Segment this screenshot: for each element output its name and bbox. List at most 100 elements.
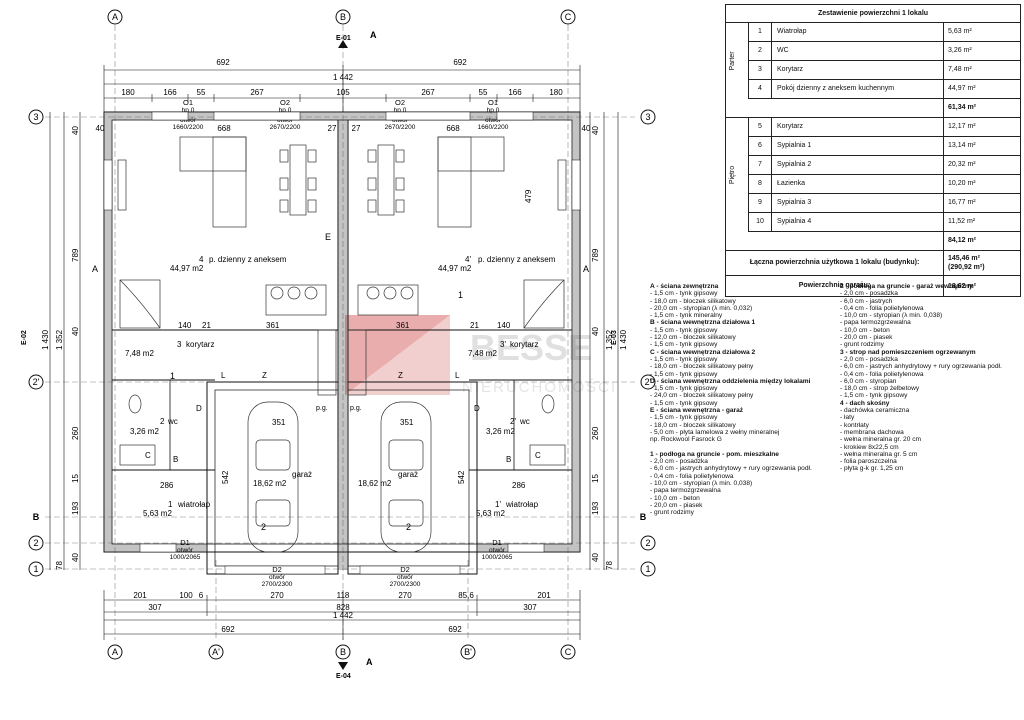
svg-text:p. dzienny z aneksem: p. dzienny z aneksem xyxy=(209,255,287,264)
svg-text:542: 542 xyxy=(457,470,466,484)
svg-text:40: 40 xyxy=(71,327,80,336)
section-label: Parter xyxy=(729,51,736,71)
svg-text:692: 692 xyxy=(453,58,467,67)
svg-text:L: L xyxy=(455,371,460,380)
svg-text:3,26 m2: 3,26 m2 xyxy=(486,427,515,436)
svg-text:351: 351 xyxy=(272,418,286,427)
svg-text:B: B xyxy=(640,512,647,522)
legend-line: - 5,0 cm - płyta lamelowa z wełny minera… xyxy=(650,428,780,436)
section-sum: 61,34 m² xyxy=(726,99,1020,118)
svg-text:1: 1 xyxy=(33,564,38,574)
legend-line: E - ściana wewnętrzna - garaż xyxy=(650,407,744,415)
svg-text:O1: O1 xyxy=(488,98,498,107)
svg-text:692: 692 xyxy=(216,58,230,67)
legend-line: - 2,0 cm - posadzka xyxy=(840,290,898,298)
svg-text:40: 40 xyxy=(71,553,80,562)
svg-text:B: B xyxy=(33,512,40,522)
svg-text:E: E xyxy=(325,232,331,242)
svg-text:otwór: otwór xyxy=(397,574,414,581)
svg-text:44,97 m2: 44,97 m2 xyxy=(170,264,204,273)
svg-text:O1: O1 xyxy=(183,98,193,107)
legend-line: - 1,5 cm - tynk gipsowy xyxy=(650,326,718,334)
legend-line: - 10,0 cm - styropian (λ min. 0,038) xyxy=(650,480,753,488)
svg-text:wiatrołap: wiatrołap xyxy=(177,500,211,509)
svg-text:wiatrołap: wiatrołap xyxy=(505,500,539,509)
svg-text:C: C xyxy=(565,647,572,657)
svg-text:307: 307 xyxy=(523,603,537,612)
svg-text:garaż: garaż xyxy=(398,470,418,479)
svg-text:40: 40 xyxy=(591,553,600,562)
dimensions-side xyxy=(49,112,619,570)
legend-line: - 10,0 cm - beton xyxy=(650,494,700,502)
svg-text:1 352: 1 352 xyxy=(55,329,64,350)
svg-text:p.g.: p.g. xyxy=(350,405,362,412)
legend-line: - 0,4 cm - folia polietylenowa xyxy=(650,472,734,480)
area-table: Zestawienie powierzchni 1 lokalu Parter … xyxy=(725,4,1021,297)
legend-line: - 20,0 cm - piasek xyxy=(840,334,893,342)
legend-line: - 2,0 cm - posadzka xyxy=(650,458,708,466)
svg-text:A': A' xyxy=(212,647,220,657)
svg-text:2: 2 xyxy=(406,522,411,532)
svg-text:307: 307 xyxy=(148,603,162,612)
svg-text:140: 140 xyxy=(178,321,192,330)
legend-line: - 0,4 cm - folia polietylenowa xyxy=(840,304,924,312)
window-openings xyxy=(103,111,581,575)
svg-text:D: D xyxy=(474,404,480,413)
legend-line: 1 - podłoga na gruncie - pom. mieszkalne xyxy=(650,450,779,458)
svg-text:27: 27 xyxy=(352,124,361,133)
svg-text:2: 2 xyxy=(261,522,266,532)
svg-text:p.g.: p.g. xyxy=(316,405,328,412)
svg-text:1 442: 1 442 xyxy=(333,73,354,82)
svg-text:D2: D2 xyxy=(400,565,410,574)
svg-text:44,97 m2: 44,97 m2 xyxy=(438,264,472,273)
legend-line: - kontrłaty xyxy=(840,421,869,429)
svg-text:118: 118 xyxy=(337,591,350,600)
svg-text:1 442: 1 442 xyxy=(333,611,354,620)
svg-text:2700/2300: 2700/2300 xyxy=(390,581,421,588)
misc-labels: 479 351 351 542 542 286 286 140 21 361 3… xyxy=(92,189,589,532)
axis-bubbles-side: 3 2' B 2 1 3 2' B 2 1 xyxy=(28,109,656,577)
legend-line: - membrana dachowa xyxy=(840,428,904,436)
legend-line: - 20,0 cm - styropian (λ min. 0,032) xyxy=(650,304,753,312)
legend-line: - 1,5 cm - tynk gipsowy xyxy=(650,414,718,422)
svg-text:4: 4 xyxy=(199,255,204,264)
svg-text:542: 542 xyxy=(221,470,230,484)
window-labels: O1 hp 0 otwór 1660/2200 O2 hp 0 otwór 26… xyxy=(173,98,509,131)
svg-text:1: 1 xyxy=(458,290,463,300)
inner-dims-top: 40 668 27 27 668 40 xyxy=(96,124,591,133)
svg-text:D2: D2 xyxy=(272,565,282,574)
svg-text:O2: O2 xyxy=(280,98,290,107)
svg-text:A: A xyxy=(370,30,377,40)
total-row: Łączna powierzchnia użytkowa 1 lokalu (b… xyxy=(726,251,1020,276)
svg-text:789: 789 xyxy=(71,248,80,262)
svg-text:hp 0: hp 0 xyxy=(182,107,195,114)
svg-text:E-02: E-02 xyxy=(21,330,28,345)
svg-text:140: 140 xyxy=(497,321,511,330)
svg-text:21: 21 xyxy=(202,321,211,330)
svg-text:C: C xyxy=(535,451,541,460)
svg-text:3: 3 xyxy=(645,112,650,122)
legend-line: - 6,0 cm - styropian xyxy=(840,377,897,385)
axis-bubbles-top: A B C xyxy=(107,9,576,25)
legend-line: - 0,4 cm - folia polietylenowa xyxy=(840,370,924,378)
svg-text:1 430: 1 430 xyxy=(619,329,628,350)
svg-text:55: 55 xyxy=(197,88,206,97)
svg-text:L: L xyxy=(221,371,226,380)
svg-text:27: 27 xyxy=(328,124,337,133)
legend-line: D - ściana wewnętrzna oddzielenia między… xyxy=(650,377,811,385)
legend-line: - 1,5 cm - tynk gipsowy xyxy=(650,385,718,393)
legend-line: 3 - strop nad pomieszczeniem ogrzewanym xyxy=(840,348,976,356)
legend-line: C - ściana wewnętrzna działowa 2 xyxy=(650,348,756,356)
legend-line: - 1,5 cm - tynk gipsowy xyxy=(650,355,718,363)
svg-text:B: B xyxy=(173,455,178,464)
legend-line: - papa termozgrzewalna xyxy=(650,487,721,495)
dimension-labels-side: 40 789 40 260 15 193 40 78 1 352 1 430 4… xyxy=(41,126,628,570)
legend-line: B - ściana wewnętrzna działowa 1 xyxy=(650,319,756,327)
elevation-markers: E-01 E-04 E-02 E-03 A A xyxy=(21,30,618,680)
svg-text:otwór: otwór xyxy=(177,547,194,554)
legend-line: - grunt rodzimy xyxy=(650,509,694,517)
svg-text:668: 668 xyxy=(446,124,460,133)
